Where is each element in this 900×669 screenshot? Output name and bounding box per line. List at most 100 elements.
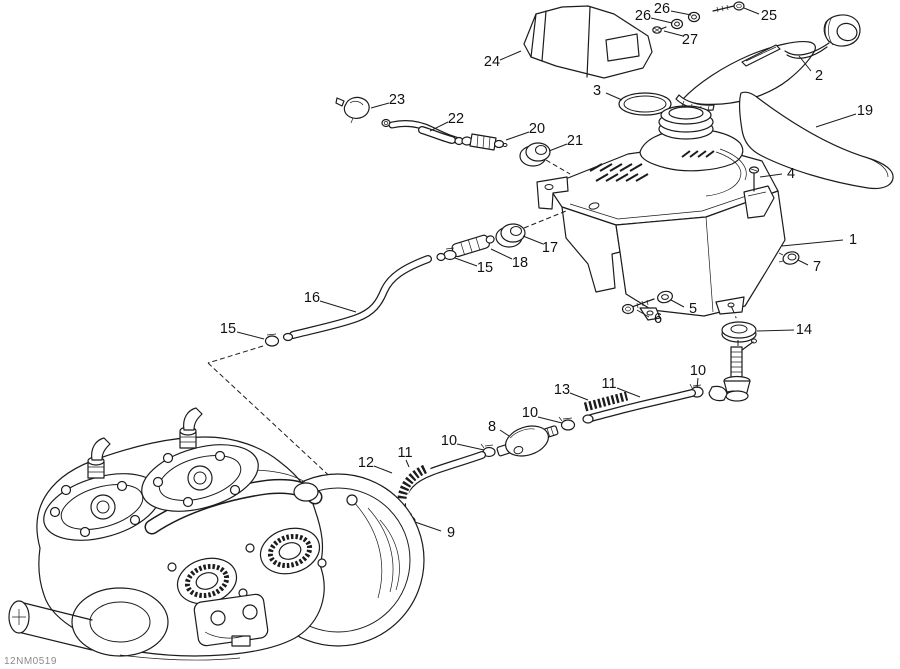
part-1-oil-tank — [536, 105, 786, 321]
part-27-screw — [652, 26, 667, 34]
part-26-washer-b — [670, 18, 684, 30]
clamp-15-a — [436, 247, 457, 262]
part-7-grommet — [778, 251, 800, 265]
part-8-oil-filter — [496, 425, 559, 457]
callout-leader-6 — [636, 309, 650, 318]
callout-leader-10 — [537, 416, 563, 424]
document-code: 12NM0519 — [4, 656, 57, 667]
part-14-grommet — [721, 305, 757, 346]
callout-leader-14 — [756, 329, 795, 332]
callout-leader-2 — [798, 55, 812, 72]
callout-label-21: 21 — [567, 133, 583, 149]
callout-leader-20 — [505, 131, 530, 141]
callout-label-27: 27 — [682, 32, 698, 48]
callout-label-11: 11 — [601, 376, 616, 392]
part-11-spring — [396, 463, 431, 505]
callout-label-17: 17 — [542, 240, 558, 256]
clamp-10-b — [558, 416, 576, 431]
callout-label-7: 7 — [813, 259, 821, 275]
callout-label-4: 4 — [787, 166, 795, 182]
part-24-guard — [523, 5, 653, 79]
callout-leader-26 — [650, 17, 673, 24]
callout-leader-19 — [815, 113, 857, 128]
callout-label-19: 19 — [857, 103, 873, 119]
callout-label-12: 12 — [358, 455, 374, 471]
callout-leader-23 — [370, 102, 390, 109]
callout-label-3: 3 — [593, 83, 601, 99]
part-2-filler-duct — [675, 40, 830, 111]
callout-leader-11 — [616, 387, 641, 398]
part-16-hose — [282, 255, 432, 342]
callout-leader-9 — [414, 521, 442, 532]
callout-leader-13 — [569, 392, 589, 401]
callout-label-26: 26 — [635, 8, 651, 24]
exhaust-port-2 — [259, 527, 321, 575]
spark-plug-2 — [179, 407, 203, 449]
part-17-grommet — [495, 210, 567, 248]
callout-leader-11 — [405, 459, 410, 468]
callout-label-6: 6 — [654, 311, 662, 327]
callout-label-2: 2 — [815, 68, 823, 84]
callout-leader-22 — [429, 121, 449, 132]
part-5-washer — [657, 290, 673, 304]
callout-leader-24 — [499, 50, 522, 61]
callout-label-18: 18 — [512, 255, 528, 271]
part-25-bolt — [712, 1, 745, 13]
callout-leader-5 — [670, 299, 685, 308]
callout-label-9: 9 — [447, 525, 455, 541]
part-12-hose — [397, 451, 486, 527]
part-26-washer-a — [687, 11, 701, 23]
head-nuts — [49, 450, 241, 538]
callout-label-10: 10 — [690, 363, 706, 379]
callout-label-15: 15 — [220, 321, 236, 337]
callout-leader-3 — [605, 92, 623, 101]
part-13-spring — [579, 390, 633, 413]
part-19-panel — [738, 91, 894, 190]
part-6-screw — [621, 298, 655, 315]
callout-label-25: 25 — [761, 8, 777, 24]
callout-label-16: 16 — [304, 290, 320, 306]
callout-label-5: 5 — [689, 301, 697, 317]
callout-leader-25 — [743, 7, 760, 15]
callout-leader-21 — [548, 143, 568, 152]
tank-vent-slots — [589, 150, 715, 182]
callout-label-23: 23 — [389, 92, 405, 108]
elbow-fitting — [708, 385, 734, 402]
callout-leader-17 — [522, 235, 544, 245]
hose-11-upper — [582, 389, 696, 424]
callout-leader-1 — [781, 239, 844, 247]
spark-plug-1 — [87, 437, 111, 479]
output-shaft — [8, 587, 169, 657]
callout-label-26: 26 — [654, 1, 670, 17]
callout-leader-8 — [499, 429, 510, 437]
part-23-cap — [335, 96, 370, 124]
callout-leader-7 — [797, 259, 809, 266]
callout-label-1: 1 — [849, 232, 857, 248]
part-21-grommet — [519, 142, 571, 175]
callout-label-10: 10 — [522, 405, 538, 421]
callout-label-24: 24 — [484, 54, 500, 70]
callout-layer: 1234567891010101111121314151516171819202… — [220, 1, 873, 541]
callout-leader-18 — [490, 248, 513, 260]
callout-leader-15 — [454, 257, 478, 267]
carburetor-pump — [193, 593, 269, 647]
callout-leader-12 — [373, 465, 393, 474]
callout-leader-26 — [670, 10, 692, 16]
callout-label-20: 20 — [529, 121, 545, 137]
part-18-fitting — [451, 234, 495, 258]
callout-label-8: 8 — [488, 419, 496, 435]
part-20-fitting — [454, 133, 508, 151]
callout-label-22: 22 — [448, 111, 464, 127]
callout-leader-27 — [663, 30, 684, 37]
callout-label-13: 13 — [554, 382, 570, 398]
callout-label-10: 10 — [441, 433, 457, 449]
part-4-screw — [748, 166, 760, 192]
callout-leader-15 — [236, 331, 265, 340]
callout-leader-10 — [696, 377, 699, 389]
callout-label-11: 11 — [397, 445, 412, 461]
callout-leader-16 — [319, 300, 357, 313]
callout-leader-10 — [456, 443, 485, 451]
engine — [8, 407, 425, 661]
